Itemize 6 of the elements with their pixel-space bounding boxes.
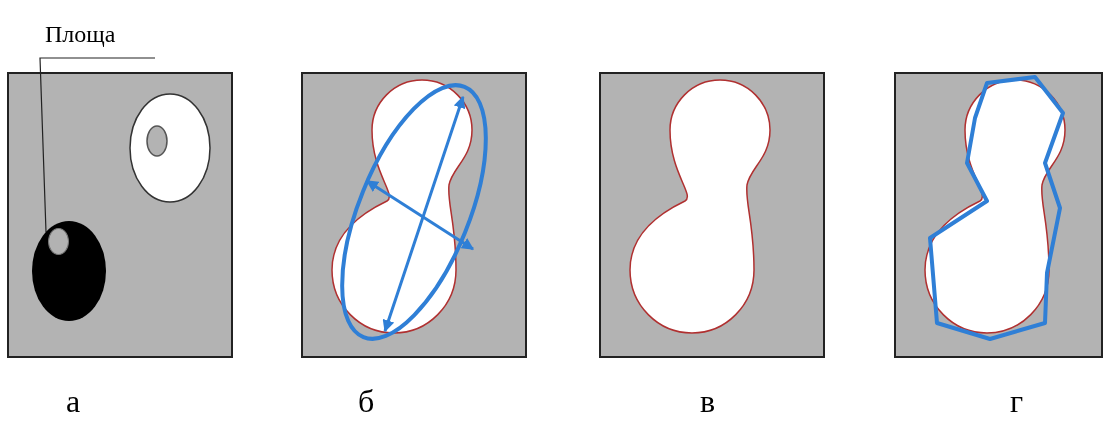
area-label: Площа: [45, 22, 116, 58]
panel-letter: а: [66, 385, 81, 417]
panel-letter: в: [700, 385, 716, 417]
leader-line: [39, 57, 156, 233]
panel-letter: г: [1010, 385, 1024, 417]
panel-letter: б: [358, 385, 375, 417]
